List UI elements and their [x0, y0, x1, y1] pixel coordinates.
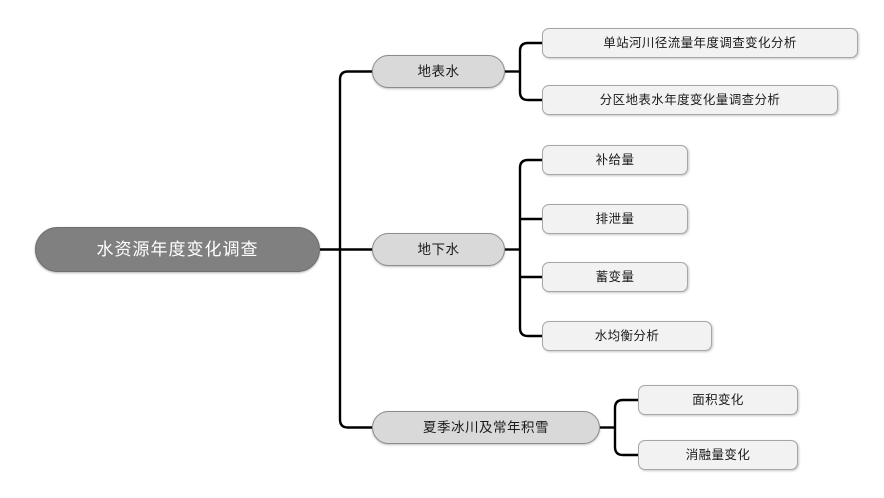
leaf-node-label: 消融量变化 — [685, 447, 751, 462]
branch-node-groundwater[interactable]: 地下水 — [372, 233, 505, 266]
branch-node-label: 地下水 — [417, 241, 460, 257]
leaf-node-recharge[interactable]: 补给量 — [542, 145, 688, 175]
leaf-node-storage-change[interactable]: 蓄变量 — [542, 262, 688, 292]
leaf-node-label: 水均衡分析 — [594, 328, 660, 343]
leaf-node-water-balance-analysis[interactable]: 水均衡分析 — [542, 321, 712, 351]
leaf-node-label: 面积变化 — [692, 392, 744, 407]
branch-node-label: 地表水 — [417, 63, 460, 79]
branch-node-surface-water[interactable]: 地表水 — [372, 55, 505, 88]
edge-trunk — [338, 70, 372, 429]
edge-branch1-fan — [518, 41, 542, 102]
root-node[interactable]: 水资源年度变化调查 — [35, 227, 320, 272]
root-node-label: 水资源年度变化调查 — [96, 240, 259, 259]
branch-node-label: 夏季冰川及常年积雪 — [423, 419, 549, 435]
leaf-node-label: 单站河川径流量年度调查变化分析 — [603, 35, 797, 50]
leaf-node-label: 分区地表水年度变化量调查分析 — [599, 92, 781, 107]
leaf-node-discharge[interactable]: 排泄量 — [542, 204, 688, 234]
leaf-node-label: 补给量 — [595, 152, 635, 167]
edge-branch2-fan — [518, 158, 542, 338]
leaf-node-zoned-surface-water-analysis[interactable]: 分区地表水年度变化量调查分析 — [542, 85, 838, 115]
leaf-node-area-change[interactable]: 面积变化 — [638, 385, 798, 415]
leaf-node-label: 排泄量 — [595, 211, 635, 226]
branch-node-glacier-snow[interactable]: 夏季冰川及常年积雪 — [372, 411, 600, 444]
edge-branch3-fan — [613, 398, 638, 457]
leaf-node-ablation-change[interactable]: 消融量变化 — [638, 440, 798, 470]
leaf-node-label: 蓄变量 — [595, 269, 635, 284]
leaf-node-station-runoff-analysis[interactable]: 单站河川径流量年度调查变化分析 — [542, 28, 858, 58]
